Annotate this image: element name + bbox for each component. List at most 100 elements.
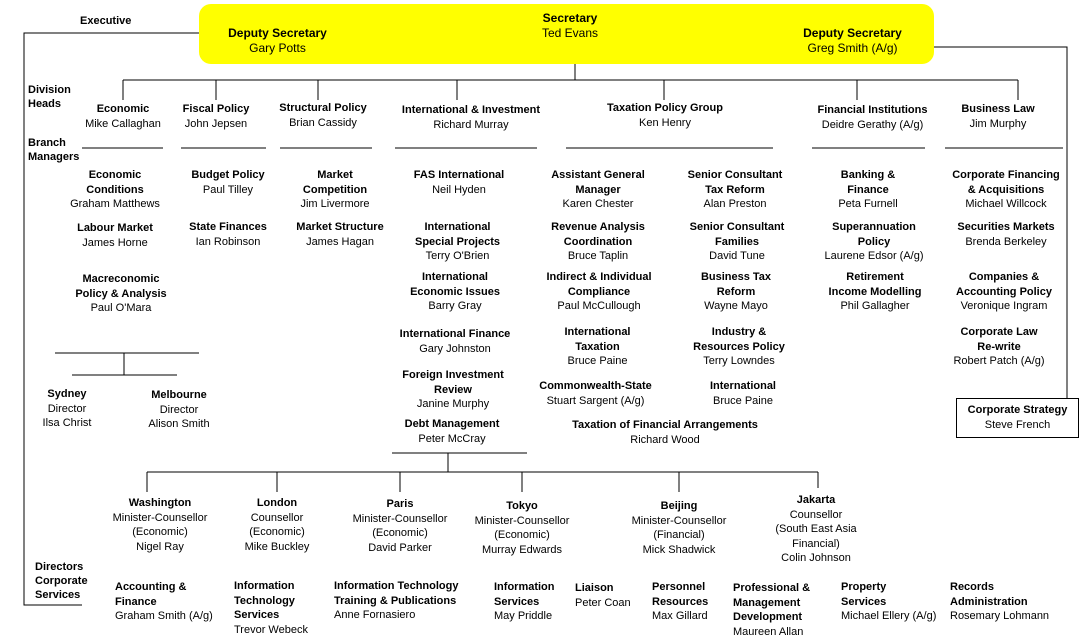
person-name: Ian Robinson <box>195 235 261 248</box>
role-title: Deputy Secretary <box>803 26 902 40</box>
person-name: Mike Buckley <box>244 540 310 553</box>
person-name: James Hagan <box>306 235 374 248</box>
person-name: Brenda Berkeley <box>965 235 1047 248</box>
branch-title: Market Structure <box>296 221 384 233</box>
branch: International Taxation Bruce Paine <box>540 325 655 369</box>
person-name: Peter Coan <box>575 596 631 609</box>
person-name: Janine Murphy <box>416 398 490 410</box>
branch: Companies & Accounting Policy Veronique … <box>945 270 1063 314</box>
post-detail: Minister-Counsellor <box>112 511 208 524</box>
person-name: Richard Wood <box>630 433 700 446</box>
division-title: Taxation Policy Group <box>607 102 723 114</box>
service-title: Personnel <box>652 581 706 593</box>
branch: International Economic Issues Barry Gray <box>395 270 515 314</box>
person-name: Stuart Sargent (A/g) <box>546 394 645 407</box>
person-name: Laurene Edsor (A/g) <box>824 250 924 262</box>
post-detail: (Economic) <box>132 526 188 538</box>
corporate-service: Records Administration Rosemary Lohmann <box>950 580 1060 624</box>
person-name: Jim Livermore <box>300 198 370 210</box>
person-name: Anne Fornasiero <box>334 609 416 621</box>
corporate-service: Information Technology Training & Public… <box>334 579 484 623</box>
branch: Debt Management Peter McCray <box>390 417 514 446</box>
division-fiscal-policy: Fiscal Policy John Jepsen <box>171 102 261 131</box>
branch: Taxation of Financial Arrangements Richa… <box>557 418 773 447</box>
division-structural-policy: Structural Policy Brian Cassidy <box>268 101 378 130</box>
branch-title: Corporate Financing <box>952 169 1060 181</box>
service-title: Management <box>733 596 801 609</box>
person-name: Michael Ellery (A/g) <box>841 610 937 622</box>
post-title: Paris <box>386 498 414 510</box>
branch-title: International <box>564 326 631 338</box>
service-title: Professional & <box>733 582 811 594</box>
branch: Budget Policy Paul Tilley <box>178 168 278 197</box>
branch-title: Superannuation <box>832 221 916 233</box>
branch-title: International <box>709 380 776 392</box>
branch-managers-label: Branch Managers <box>28 136 79 164</box>
branch-title: Budget Policy <box>191 169 265 181</box>
role-title: Secretary <box>542 11 598 25</box>
service-title: Records <box>950 581 995 593</box>
branch-title: International <box>424 221 491 233</box>
corporate-strategy-box: Corporate Strategy Steve French <box>956 398 1079 438</box>
branch-title: Debt Management <box>404 418 500 430</box>
corporate-service: Information Technology Services Trevor W… <box>234 579 324 643</box>
service-title: Liaison <box>575 582 614 594</box>
post-detail: Minister-Counsellor <box>352 512 448 525</box>
division-taxation-policy-group: Taxation Policy Group Ken Henry <box>590 101 740 130</box>
person-name: Trevor Webeck <box>234 623 308 636</box>
person-name: Ted Evans <box>541 26 599 40</box>
person-name: John Jepsen <box>184 117 248 130</box>
service-title: Technology <box>234 594 295 607</box>
person-name: Alison Smith <box>148 418 210 430</box>
branch: Banking & Finance Peta Furnell <box>810 168 926 212</box>
corporate-service: Accounting & Finance Graham Smith (A/g) <box>115 580 225 624</box>
branch-title: Business Tax <box>700 271 772 283</box>
service-title: Development <box>733 611 803 623</box>
branch: International Bruce Paine <box>693 379 793 408</box>
person-name: Ilsa Christ <box>42 417 92 429</box>
branch-title: Indirect & Individual <box>546 271 652 283</box>
branch-title: Policy & Analysis <box>75 287 167 300</box>
person-name: Murray Edwards <box>481 543 563 556</box>
division-business-law: Business Law Jim Murphy <box>948 102 1048 131</box>
branch-title: Special Projects <box>415 235 500 248</box>
post-detail: (Economic) <box>249 526 305 538</box>
role: Director <box>47 402 87 415</box>
branch-title: Macreconomic <box>82 273 160 285</box>
branch-title: Market <box>317 169 353 181</box>
post-detail: (Financial) <box>653 529 705 541</box>
branch-title: Manager <box>575 183 621 196</box>
person-name: Graham Matthews <box>70 198 160 210</box>
person-name: Paul O'Mara <box>90 302 152 314</box>
branch-title: Labour Market <box>77 222 153 234</box>
branch-title: Commonwealth-State <box>539 380 652 392</box>
division-title: Economic <box>96 103 150 115</box>
post-detail: (South East Asia <box>775 523 857 535</box>
service-title: Information Technology <box>334 580 459 592</box>
overseas-post: Washington Minister-Counsellor (Economic… <box>105 496 215 554</box>
corporate-service: Liaison Peter Coan <box>575 581 647 610</box>
person-name: Robert Patch (A/g) <box>953 355 1045 367</box>
division-economic: Economic Mike Callaghan <box>73 102 173 131</box>
branch: Business Tax Reform Wayne Mayo <box>676 270 796 314</box>
person-name: David Tune <box>709 250 765 262</box>
branch: Superannuation Policy Laurene Edsor (A/g… <box>810 220 938 264</box>
branch-title: Economic <box>88 169 142 181</box>
dcs-label-line: Directors <box>35 561 84 573</box>
person-name: Colin Johnson <box>781 552 851 564</box>
post-detail: Minister-Counsellor <box>631 514 727 527</box>
branch-title: Finance <box>847 183 889 196</box>
branch-title: Resources Policy <box>693 340 785 353</box>
branch-title: Taxation <box>575 340 620 353</box>
post-detail: Counsellor <box>789 508 843 521</box>
dcs-label-line: Corporate <box>35 575 88 587</box>
service-title: Accounting & <box>115 581 187 593</box>
branch: Revenue Analysis Coordination Bruce Tapl… <box>538 220 658 264</box>
branch-title: Economic Issues <box>410 285 500 298</box>
person-name: Alan Preston <box>703 198 767 210</box>
branch-title: Retirement <box>846 271 904 283</box>
post-detail: Financial) <box>792 537 840 550</box>
region-title: Sydney <box>47 388 87 400</box>
corporate-service: Professional & Management Development Ma… <box>733 581 833 639</box>
division-heads-label-line: Division <box>28 84 71 96</box>
